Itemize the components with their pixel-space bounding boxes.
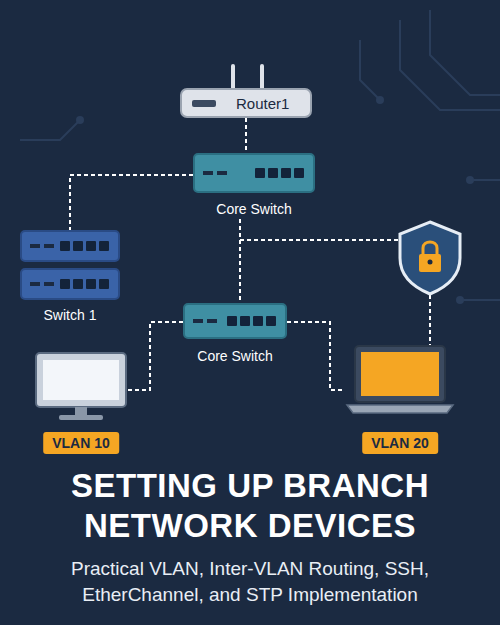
device-label: Switch 1 [0,307,140,323]
switch-stack-icon [20,230,120,300]
network-link [70,175,193,230]
vlan-laptop-node: VLAN 20 [345,345,455,458]
switch-icon [193,153,315,193]
network-link [239,219,241,303]
device-label: Router1 [236,95,289,112]
vlan-badge: VLAN 10 [43,432,119,454]
device-label: Core Switch [173,201,335,217]
poster-subtitle: Practical VLAN, Inter-VLAN Routing, SSH,… [15,556,485,608]
switch-icon [183,303,287,339]
core-switch-node: Core Switch [183,303,287,368]
access-switch-node: Switch 1 [20,230,120,325]
core-switch-node: Core Switch [193,153,315,219]
network-link [287,322,345,390]
vlan-pc-node: VLAN 10 [35,352,127,458]
monitor-icon [35,352,127,422]
poster-title: SETTING UP BRANCH NETWORK DEVICES [20,466,480,546]
network-link [127,322,183,390]
router-node: Router1 [180,88,312,118]
device-label: Core Switch [163,348,307,364]
vlan-badge: VLAN 20 [362,432,438,454]
network-link [245,118,247,153]
laptop-icon [345,345,455,415]
